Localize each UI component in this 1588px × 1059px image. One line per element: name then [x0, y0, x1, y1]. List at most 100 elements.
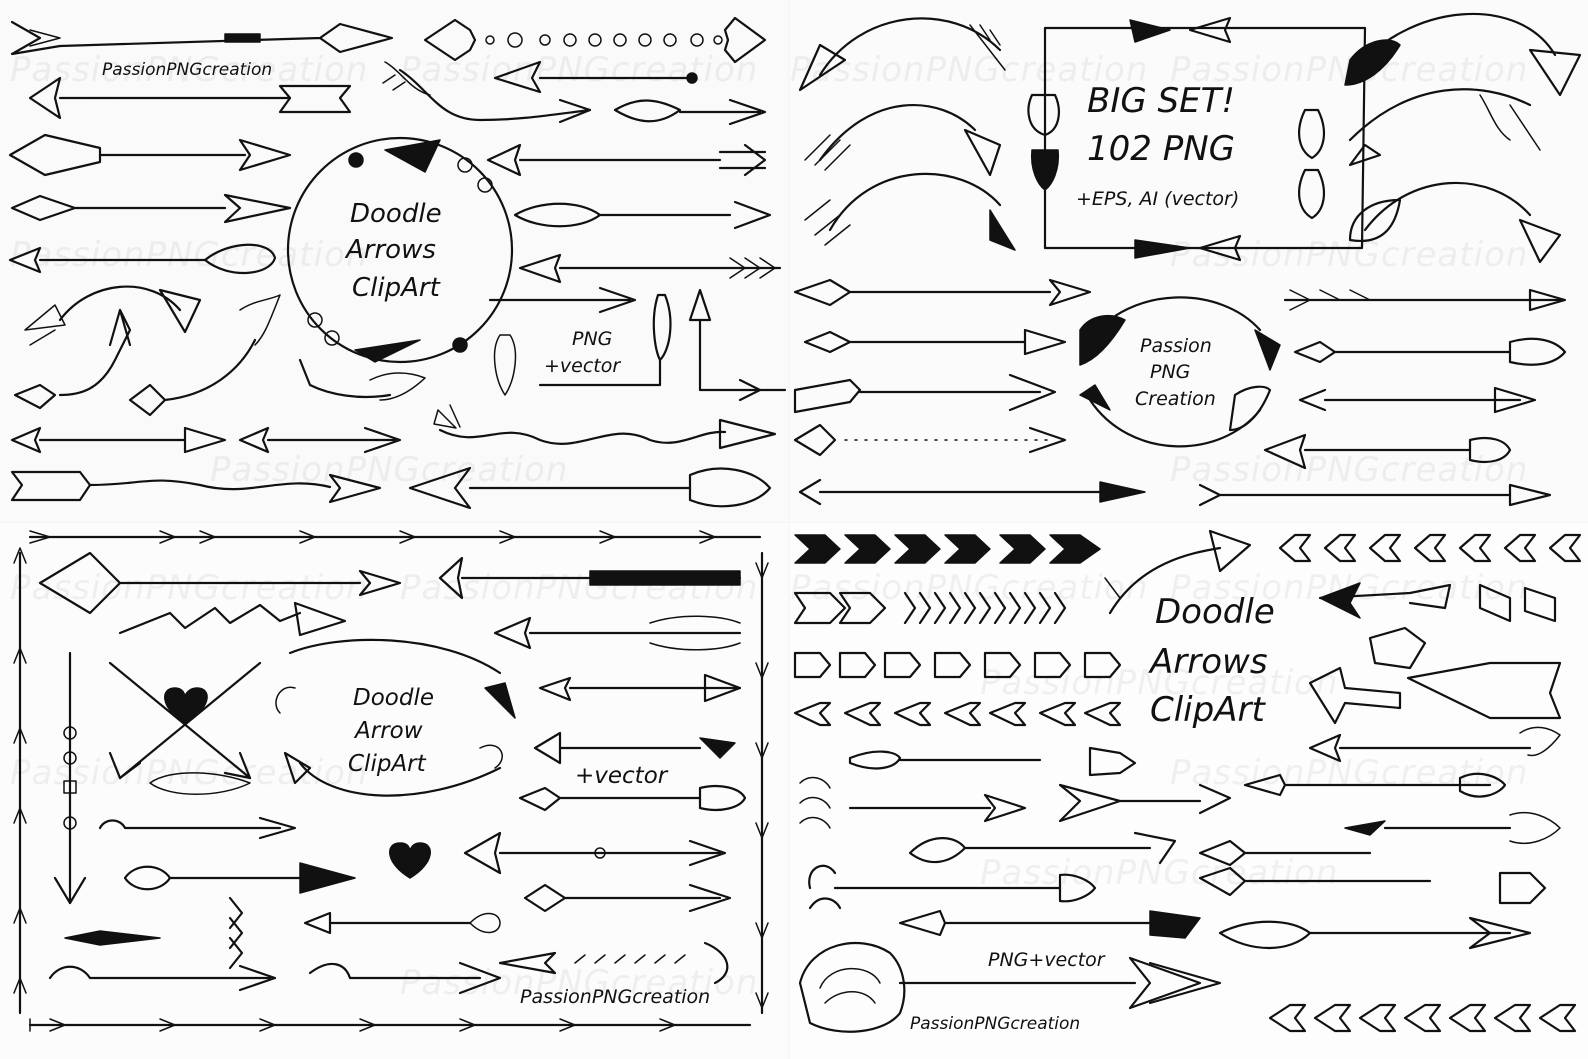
outline-chevron-row — [793, 591, 1067, 625]
arrow-doodle — [908, 831, 1177, 865]
headline-line-1: BIG SET! — [1087, 81, 1235, 121]
ornate-arrow — [1218, 916, 1532, 950]
wreath-title-line-1: Doodle — [350, 199, 442, 229]
curved-arrow — [1344, 12, 1582, 97]
feather-arrow — [518, 253, 782, 284]
arrow-doodle — [486, 143, 767, 177]
wreath-title-line-2: Arrow — [353, 718, 423, 744]
arrow-doodle — [10, 193, 292, 224]
arrow-doodle — [303, 911, 501, 935]
arrow-doodle — [538, 673, 742, 703]
solid-chevron-row — [794, 534, 1101, 564]
arrow-doodle — [498, 941, 729, 985]
tree-arrow — [538, 288, 787, 402]
arrow-doodle — [1263, 433, 1512, 470]
arrow-doodle — [1198, 866, 1547, 905]
format-label-vector: +vector — [544, 355, 621, 377]
arrow-doodle — [1243, 772, 1507, 798]
curved-arrow — [128, 294, 281, 417]
passion-badge — [1079, 296, 1281, 448]
arrow-doodle — [10, 426, 402, 454]
wavy-arrow — [10, 470, 382, 504]
outline-chevron-row-small — [793, 701, 1122, 727]
feather-arrow — [1298, 386, 1537, 414]
curved-arrow — [13, 308, 132, 410]
arrow-doodle — [493, 615, 742, 651]
border-arrow-top — [28, 530, 762, 544]
arrow-doodles-top-right: BIG SET! 102 PNG +EPS, AI (vector) — [793, 12, 1582, 507]
arrow-doodle — [898, 909, 1201, 939]
panel-top-right: PassionPNGcreation PassionPNGcreation Pa… — [790, 0, 1588, 521]
arrow-doodle — [798, 478, 1146, 506]
frame-square — [1027, 16, 1367, 262]
feather-arrow — [513, 200, 772, 230]
arrow-doodle — [28, 76, 352, 120]
arrow-doodle — [523, 883, 732, 913]
arrow-doodle — [793, 373, 1057, 414]
arrow-swirl-wreath — [275, 638, 516, 797]
feather-arrow — [438, 556, 742, 600]
curved-arrow — [1348, 181, 1562, 264]
zigzag-arrow — [118, 601, 347, 637]
curved-arrow — [1348, 88, 1541, 167]
arrow-doodle — [848, 746, 1137, 777]
arrow-doodle — [518, 784, 747, 812]
badge-line-2: PNG — [1150, 361, 1190, 383]
flower-arrow — [808, 864, 1097, 910]
headline-line-2: 102 PNG — [1087, 129, 1235, 169]
curved-arrow — [798, 17, 1006, 92]
flower-arrow — [123, 842, 431, 894]
panel-top-left: PassionPNGcreation PassionPNGcreation Pa… — [0, 0, 788, 521]
arrow-doodle — [1344, 811, 1561, 845]
outline-chevron-row-left — [1278, 533, 1582, 563]
brand-label: PassionPNGcreation — [910, 1014, 1080, 1034]
leaf-arrow — [1283, 288, 1567, 312]
feather-arrow — [98, 772, 297, 840]
panel-bottom-right: PassionPNGcreation PassionPNGcreation Pa… — [790, 523, 1588, 1059]
wreath-title-line-2: Arrows — [344, 235, 436, 265]
wreath-title-line-1: Doodle — [353, 685, 434, 711]
beaded-totem — [53, 651, 87, 905]
feather-arrow — [463, 831, 727, 875]
format-label: PNG+vector — [988, 949, 1106, 971]
arrow-doodle — [10, 20, 394, 56]
arrow-doodle — [1293, 337, 1567, 366]
arrow-doodle — [64, 896, 244, 970]
arrow-doodles-bottom-left: Doodle Arrow ClipArt +vector — [13, 530, 769, 1032]
leaf-arrow — [298, 358, 426, 401]
arrow-doodle — [793, 278, 1092, 307]
arrow-doodle — [48, 964, 277, 992]
ornate-arrow — [798, 941, 1222, 1033]
arrow-doodle — [1198, 483, 1552, 507]
arrow-doodle — [1308, 626, 1562, 725]
heart-bead-arrow — [423, 16, 767, 64]
feather-arrow — [613, 98, 767, 126]
border-arrow-left — [13, 547, 27, 1015]
arrow-doodle — [8, 133, 292, 177]
arrow-doodle — [799, 776, 1027, 829]
curved-arrow — [804, 104, 1002, 177]
border-arrow-right — [755, 551, 769, 1015]
arrow-doodle — [1104, 529, 1252, 615]
arrow-doodle — [1308, 726, 1561, 763]
arrow-doodle — [8, 243, 277, 274]
formats-label: +EPS, AI (vector) — [1076, 188, 1239, 210]
border-arrow-bottom — [28, 1018, 752, 1032]
arrow-doodle — [308, 961, 502, 995]
title-line-3: ClipArt — [1150, 690, 1266, 730]
arrow-doodle — [803, 328, 1067, 356]
arrow-doodle — [408, 466, 772, 510]
wreath-title-line-3: ClipArt — [348, 751, 427, 777]
bead-arrow — [493, 60, 698, 94]
arrow-doodle — [1058, 783, 1232, 823]
format-label: +vector — [575, 763, 669, 789]
title-line-2: Arrows — [1148, 642, 1268, 682]
badge-line-3: Creation — [1135, 388, 1216, 410]
feather-arrow — [38, 551, 402, 615]
arrow-doodle — [1198, 839, 1372, 867]
brand-label: PassionPNGcreation — [520, 986, 710, 1008]
brand-label: PassionPNGcreation — [102, 60, 272, 80]
arrow-doodles-top-left: Doodle Arrows ClipArt PassionPNGcreation… — [8, 16, 787, 510]
title-line-1: Doodle — [1155, 592, 1275, 632]
arrow-doodle — [1318, 582, 1557, 623]
